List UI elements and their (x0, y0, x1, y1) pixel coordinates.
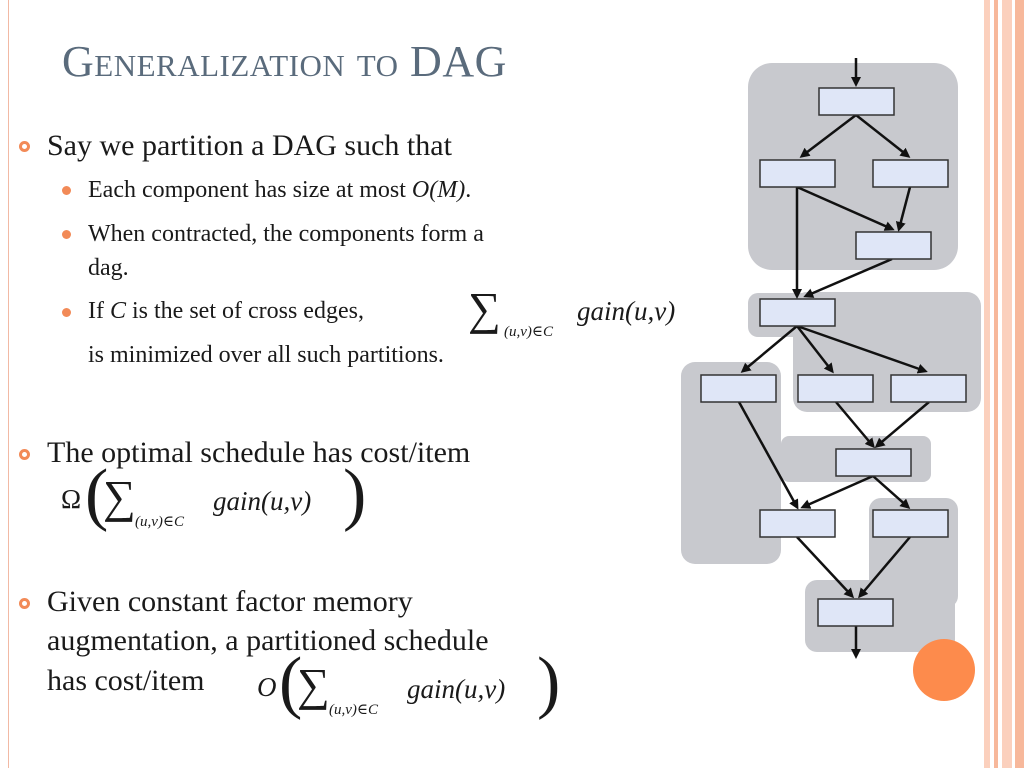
sum-subscript-1: (u,v)∈C (504, 322, 553, 341)
left-paren-2: ( (279, 644, 303, 721)
right-stripe-1 (984, 0, 990, 768)
edge (796, 185, 895, 231)
bullet-3: Given constant factor memory (47, 585, 413, 619)
edge (796, 324, 928, 374)
sub-bullet-2-cont: dag. (88, 255, 129, 282)
big-o-formula: O (257, 672, 277, 703)
sub-bullet-2: When contracted, the components form a (88, 221, 484, 248)
sub-bullet-3-mid: is the set of cross edges, (126, 298, 364, 324)
sub-bullet-marker (62, 308, 71, 317)
sub-bullet-2-line1: When contracted, the components form a (88, 221, 484, 247)
bullet-2: The optimal schedule has cost/item (47, 436, 470, 470)
left-border-line (8, 0, 9, 768)
node (872, 509, 949, 538)
sub-bullet-marker (62, 230, 71, 239)
edge (803, 257, 893, 298)
node (817, 598, 894, 627)
node (759, 509, 836, 538)
node (835, 448, 912, 477)
bullet-1: Say we partition a DAG such that (47, 129, 452, 163)
complexity-expr: O(M) (411, 177, 466, 203)
right-stripe-2 (994, 0, 998, 768)
node (797, 374, 874, 403)
sub-bullet-3-line2: is minimized over all such partitions. (88, 342, 444, 368)
sub-bullet-3-pre: If (88, 298, 110, 324)
sub-bullet-1-period: . (465, 177, 472, 203)
sub-bullet-1-text: Each component has size at most (88, 177, 412, 203)
sum-body: gain(u,v) (213, 486, 312, 516)
right-paren-1: ) (343, 456, 367, 533)
edges (737, 58, 930, 659)
sum-symbol: ∑ (103, 471, 136, 522)
bullet-3-cont-1: augmentation, a partitioned schedule (47, 624, 489, 658)
sub-bullet-1: Each component has size at most O(M). (88, 177, 471, 204)
node (890, 374, 967, 403)
bullet-3-line1: Given constant factor memory (47, 585, 413, 618)
bullet-3-line2: augmentation, a partitioned schedule (47, 624, 489, 657)
sub-bullet-3-cont: is minimized over all such partitions. (88, 342, 444, 369)
sub-bullet-2-line2: dag. (88, 255, 129, 281)
sum-body-2: gain(u,v) (213, 486, 311, 517)
sum-body-3: gain(u,v) (407, 674, 505, 705)
slide-title: Generalization to DAG (62, 37, 507, 86)
edge (872, 475, 911, 509)
sum-symbol: ∑ (297, 659, 330, 710)
edge (740, 325, 798, 373)
sum-formula-1: ∑ (468, 282, 501, 335)
sum-formula-3: ∑ (297, 658, 330, 711)
omega-formula: Ω (61, 484, 81, 515)
node (700, 374, 777, 403)
sum-subscript: (u,v)∈C (135, 514, 185, 530)
node (855, 231, 932, 260)
set-variable: C (109, 298, 126, 324)
edge (855, 114, 911, 158)
bullet-3-line3: has cost/item (47, 664, 205, 697)
bullet-marker (19, 141, 30, 152)
edge (800, 474, 874, 509)
edge (799, 114, 857, 158)
decorative-circle (913, 639, 975, 701)
partition-left (681, 362, 781, 564)
sub-bullet-3: If C is the set of cross edges, (88, 298, 364, 325)
edge (796, 536, 855, 599)
sum-symbol: ∑ (468, 283, 501, 334)
left-paren-1: ( (85, 456, 109, 533)
bullet-marker (19, 598, 30, 609)
big-o-symbol: O (257, 672, 277, 702)
partition-top (748, 63, 958, 270)
sum-body-1: gain(u,v) (577, 296, 675, 327)
sum-body: gain(u,v) (407, 674, 506, 704)
right-paren-2: ) (537, 644, 561, 721)
right-stripe-4 (1015, 0, 1024, 768)
sub-bullet-marker (62, 186, 71, 195)
omega-symbol: Ω (61, 484, 82, 514)
node (759, 159, 836, 188)
edge (796, 325, 834, 374)
node (872, 159, 949, 188)
sum-formula-2: ∑ (103, 470, 136, 523)
edge (835, 401, 875, 449)
nodes (700, 87, 967, 627)
node (818, 87, 895, 116)
right-stripe-3 (1002, 0, 1012, 768)
bullet-3-cont-2: has cost/item (47, 664, 204, 698)
edge (737, 401, 799, 510)
sum-subscript: (u,v)∈C (329, 702, 379, 718)
edge (874, 401, 930, 448)
bullet-2-text: The optimal schedule has cost/item (47, 436, 471, 469)
bullet-1-text: Say we partition a DAG such that (47, 129, 452, 162)
sum-body: gain(u,v) (577, 296, 676, 326)
sum-subscript-2: (u,v)∈C (135, 512, 184, 531)
partition-groups (681, 63, 981, 652)
sum-subscript: (u,v)∈C (504, 324, 554, 340)
edge (858, 536, 911, 599)
node (759, 298, 836, 327)
edge (895, 186, 912, 232)
sum-subscript-3: (u,v)∈C (329, 700, 378, 719)
bullet-marker (19, 449, 30, 460)
